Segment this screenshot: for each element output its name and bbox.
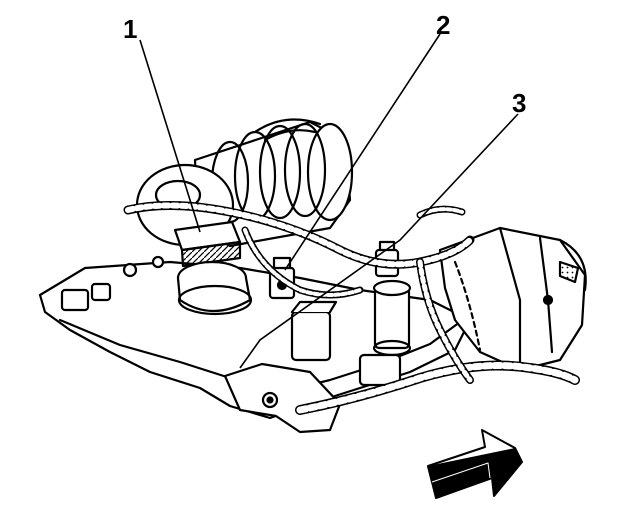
throttle-body (173, 220, 253, 316)
callout-2-label: 2 (436, 10, 450, 40)
callout-labels: 1 2 3 (123, 10, 526, 118)
front-bracket (223, 362, 342, 434)
injector-cluster (290, 279, 412, 387)
callout-3-label: 3 (512, 88, 526, 118)
transmission-housing (438, 226, 587, 372)
leader-lines (139, 33, 519, 369)
wiring-harness (123, 200, 580, 415)
engine-illustration (38, 118, 587, 434)
left-fitting (60, 288, 90, 312)
callout-1-label: 1 (123, 14, 137, 44)
leader-line-3 (239, 113, 519, 369)
leader-line-1 (139, 39, 201, 233)
front-of-vehicle-arrow-icon (427, 429, 523, 499)
leader-line-2 (284, 33, 441, 271)
